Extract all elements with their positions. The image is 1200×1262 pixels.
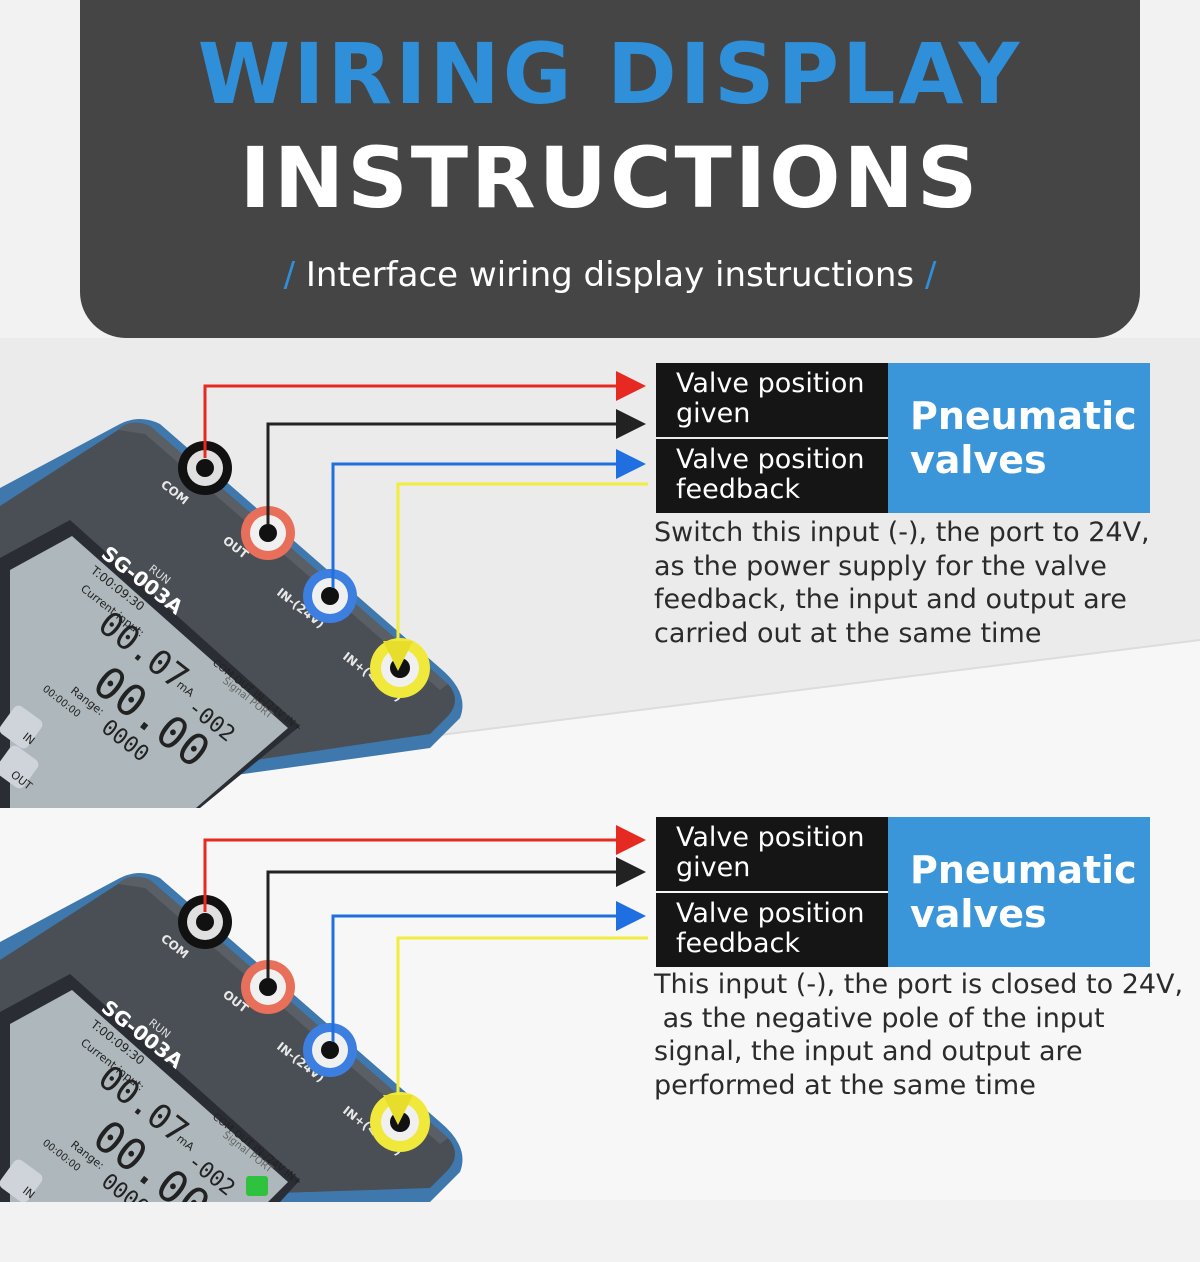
wire-black [266,409,646,524]
description: Switch this input (-), the port to 24V, … [654,516,1194,650]
device-body [0,419,463,808]
label-valve-given: Valve position given [656,817,888,891]
wire-yellow [383,482,648,671]
subtitle-text: Interface wiring display instructions [305,255,915,295]
description-line: as the negative pole of the input [654,1002,1105,1034]
description-line: feedback, the input and output are [654,584,1127,615]
description-line: signal, the input and output are [654,1036,1083,1067]
wire-diagram [203,825,648,1125]
subtitle-slash-left: / [283,255,296,295]
device-body [0,873,463,1202]
wire-blue [331,901,646,1042]
jack-com [178,441,232,495]
label-valve-feedback: Valve position feedback [656,439,888,513]
label-valve-feedback: Valve position feedback [656,893,888,967]
jack-com [178,895,232,949]
description-line: carried out at the same time [654,617,1042,649]
subtitle-slash-right: / [924,255,937,295]
description-line: as the power supply for the valve [654,550,1107,582]
label-pneumatic-valves: Pneumatic valves [888,817,1150,967]
wire-black [266,857,646,978]
title-line-2: INSTRUCTIONS [239,129,981,227]
description: This input (-), the port is closed to 24… [654,968,1194,1102]
label-valve-given: Valve position given [656,363,888,437]
description-line: This input (-), the port is closed to 24… [654,969,1184,1000]
jack-out [241,960,295,1014]
header-banner: WIRING DISPLAY INSTRUCTIONS / Interface … [80,0,1140,338]
wire-red [203,371,646,458]
device-illustration: SG-003A RUN T:00:09:30 Current input: 00… [0,419,463,808]
wire-blue [331,449,646,588]
label-box: Valve position given Valve position feed… [656,817,1150,967]
jack-out [241,506,295,560]
jack-in-minus [303,1023,357,1077]
device-illustration: SG-003A RUN T:00:09:30 Current input: 00… [0,873,463,1202]
jack-in-minus [303,569,357,623]
wiring-panel-1: SG-003A RUN T:00:09:30 Current input: 00… [0,338,1200,808]
wire-diagram [203,371,648,671]
description-line: performed at the same time [654,1069,1036,1101]
title-line-1: WIRING DISPLAY [197,25,1023,123]
description-line: Switch this input (-), the port to 24V, [654,517,1150,548]
label-pneumatic-valves: Pneumatic valves [888,363,1150,513]
wiring-panel-2: SG-003A RUN T:00:09:30 Current input: 00… [0,792,1200,1262]
subtitle: / Interface wiring display instructions … [80,250,1140,300]
wire-red [203,825,646,912]
label-box: Valve position given Valve position feed… [656,363,1150,513]
wire-yellow [383,936,648,1125]
